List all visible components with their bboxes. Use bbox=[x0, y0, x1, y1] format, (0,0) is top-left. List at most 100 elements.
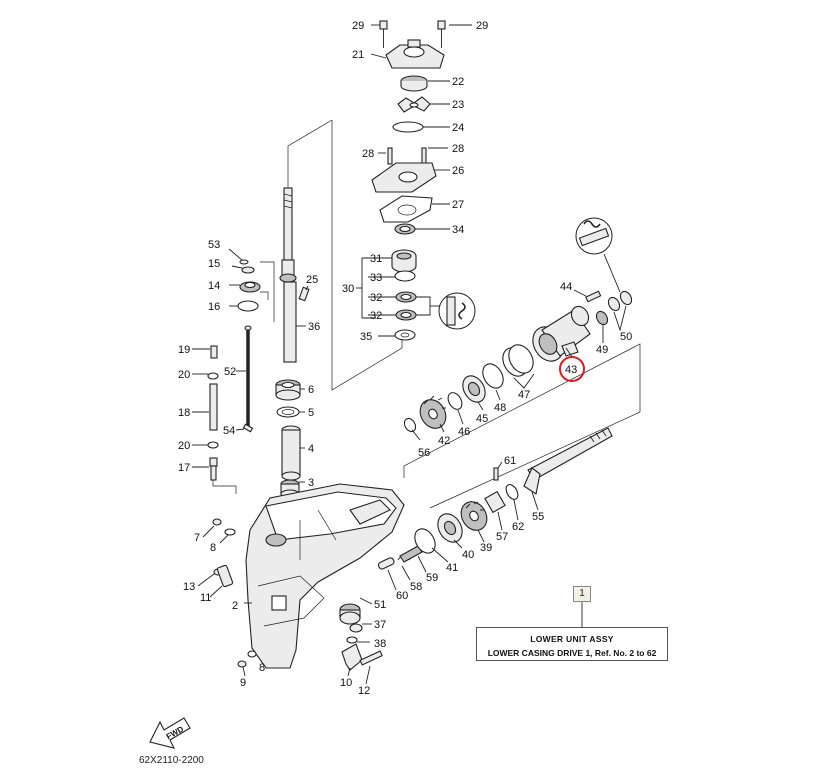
bearing-6 bbox=[275, 379, 305, 401]
gasket-27 bbox=[379, 195, 450, 223]
shim-46 bbox=[447, 392, 464, 425]
water-pump-group bbox=[287, 20, 476, 391]
label-34: 34 bbox=[452, 224, 464, 236]
oil-seal-housing-51 bbox=[339, 597, 373, 625]
lower-casing-2 bbox=[244, 483, 405, 669]
propeller-shaft-housing-43 bbox=[532, 305, 591, 362]
o-ring-41 bbox=[414, 528, 449, 563]
label-15: 15 bbox=[208, 258, 220, 270]
o-ring-16 bbox=[229, 300, 259, 312]
pin-28-left bbox=[378, 147, 393, 165]
label-8-b: 8 bbox=[259, 662, 265, 674]
label-55: 55 bbox=[532, 511, 544, 523]
label-16: 16 bbox=[208, 301, 220, 313]
fwd-arrow-icon: FWD bbox=[149, 717, 191, 749]
o-ring-48 bbox=[482, 363, 504, 401]
label-60: 60 bbox=[396, 590, 408, 602]
washer-15 bbox=[231, 265, 255, 274]
propeller-shaft-group bbox=[403, 217, 641, 563]
label-40: 40 bbox=[462, 549, 474, 561]
label-59: 59 bbox=[426, 572, 438, 584]
propeller-shaft-55 bbox=[523, 427, 613, 511]
grease-symbol-icon bbox=[575, 217, 621, 293]
label-42: 42 bbox=[438, 435, 450, 447]
label-45: 45 bbox=[476, 413, 488, 425]
pump-housing-21 bbox=[370, 39, 445, 69]
gasket-24 bbox=[392, 121, 450, 133]
sleeve-4 bbox=[281, 425, 305, 481]
bolt-44 bbox=[573, 289, 602, 303]
washer-20-a bbox=[192, 372, 219, 380]
shift-plunger-60 bbox=[377, 557, 397, 591]
part-labels: 29 29 21 22 23 24 28 28 26 27 34 31 33 3… bbox=[178, 20, 632, 697]
oil-seal-50 bbox=[607, 290, 633, 332]
shift-rod-52 bbox=[236, 325, 252, 430]
label-32-a: 32 bbox=[370, 292, 382, 304]
label-22: 22 bbox=[452, 76, 464, 88]
label-31: 31 bbox=[370, 253, 382, 265]
label-21: 21 bbox=[352, 49, 364, 61]
label-9: 9 bbox=[240, 677, 246, 689]
label-6: 6 bbox=[308, 384, 314, 396]
label-44: 44 bbox=[560, 281, 572, 293]
diagram-code: 62X2110-2200 bbox=[139, 755, 204, 766]
grease-symbol-icon bbox=[438, 292, 476, 330]
label-51: 51 bbox=[374, 599, 386, 611]
label-58: 58 bbox=[410, 581, 422, 593]
cross-pin-61 bbox=[493, 461, 503, 481]
label-26: 26 bbox=[452, 165, 464, 177]
washer-8-b bbox=[247, 650, 257, 658]
bearing-45 bbox=[462, 375, 486, 411]
bushing-37 bbox=[349, 623, 372, 633]
label-20-b: 20 bbox=[178, 440, 190, 452]
label-57: 57 bbox=[496, 531, 508, 543]
assembly-title: LOWER UNIT ASSY bbox=[530, 634, 614, 644]
seal-38 bbox=[346, 636, 370, 644]
label-41: 41 bbox=[446, 562, 458, 574]
assembly-ref-number: 1 bbox=[573, 586, 591, 602]
bearing-housing-31 bbox=[391, 249, 417, 273]
label-11: 11 bbox=[200, 592, 211, 604]
label-54: 54 bbox=[223, 425, 235, 437]
label-39: 39 bbox=[480, 542, 492, 554]
bolt-29-left bbox=[371, 20, 388, 48]
pin-28-right bbox=[421, 147, 448, 165]
label-46: 46 bbox=[458, 426, 470, 438]
bolt-29-right bbox=[437, 20, 472, 48]
reverse-gear-39 bbox=[460, 501, 488, 543]
label-14: 14 bbox=[208, 280, 220, 292]
outer-plate-26 bbox=[371, 162, 450, 193]
label-10: 10 bbox=[340, 677, 352, 689]
spring-clip-62 bbox=[505, 484, 519, 521]
seal-34 bbox=[394, 223, 450, 235]
label-25: 25 bbox=[306, 274, 318, 286]
bolt-9 bbox=[237, 660, 247, 677]
shim-5 bbox=[276, 406, 305, 418]
screw-7 bbox=[202, 518, 222, 538]
label-56: 56 bbox=[418, 447, 430, 459]
drive-shaft-36 bbox=[279, 187, 306, 363]
label-8-a: 8 bbox=[210, 542, 216, 554]
o-ring-47 bbox=[502, 344, 535, 389]
stud-17 bbox=[192, 457, 218, 481]
assembly-info-box: LOWER UNIT ASSY LOWER CASING DRIVE 1, Re… bbox=[476, 627, 668, 661]
label-3: 3 bbox=[308, 477, 314, 489]
label-17: 17 bbox=[178, 462, 190, 474]
label-28-left: 28 bbox=[362, 148, 374, 160]
label-29-right: 29 bbox=[476, 20, 488, 32]
label-61: 61 bbox=[504, 455, 516, 467]
spring-59 bbox=[399, 545, 427, 573]
label-27: 27 bbox=[452, 199, 464, 211]
label-47: 47 bbox=[518, 389, 530, 401]
label-33: 33 bbox=[370, 272, 382, 284]
o-ring-33 bbox=[394, 270, 416, 282]
label-12: 12 bbox=[358, 685, 370, 697]
label-36: 36 bbox=[308, 321, 320, 333]
label-18: 18 bbox=[178, 407, 190, 419]
washer-8-a bbox=[219, 528, 236, 544]
trim-tab-10 bbox=[341, 643, 363, 677]
drive-shaft-group bbox=[192, 187, 310, 499]
washer-20-b bbox=[192, 441, 219, 449]
oil-seal-32-b bbox=[395, 309, 417, 321]
